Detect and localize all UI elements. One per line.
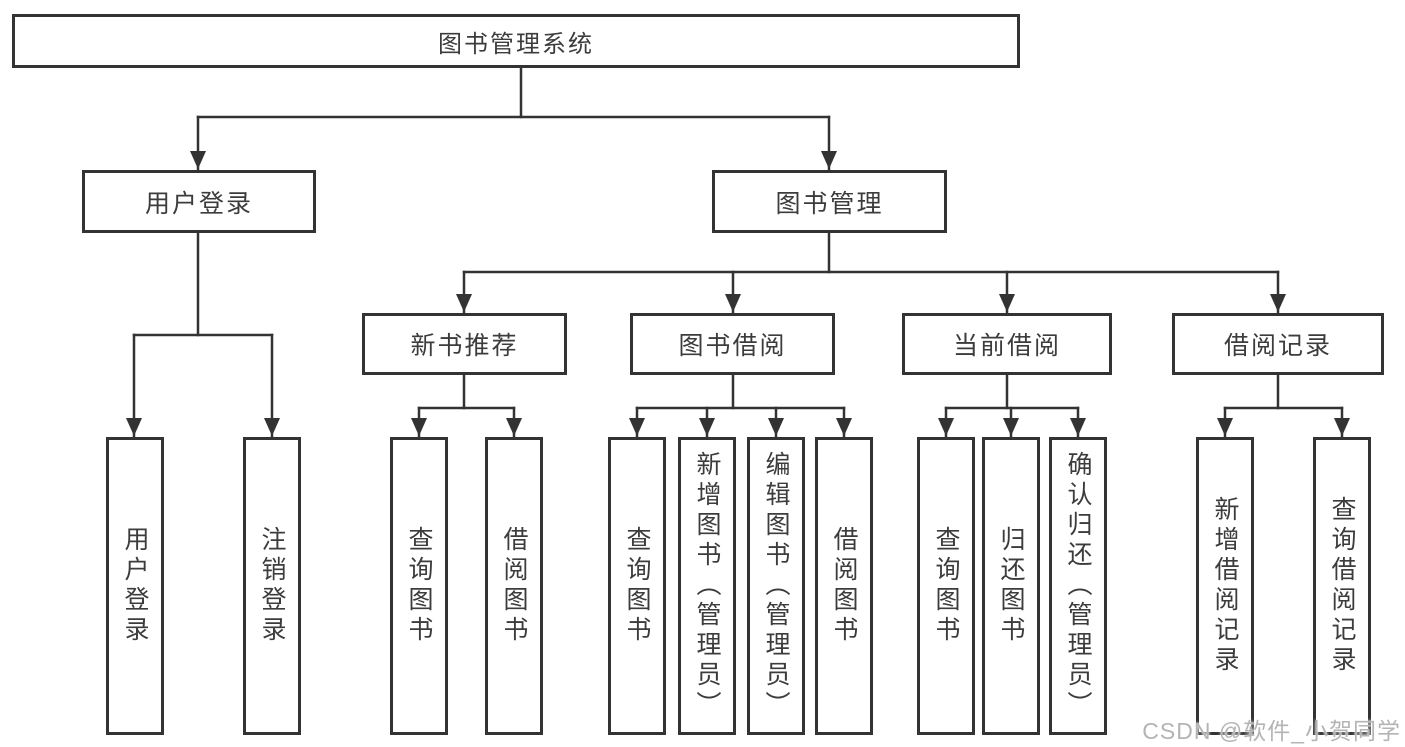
leaf-records-add: 新增借阅记录 [1196,437,1254,735]
leaf-logout: 注销登录 [243,437,301,735]
node-current-borrowing-label: 当前借阅 [952,332,1061,360]
node-current-borrowing: 当前借阅 [902,313,1112,375]
leaf-newbook-query-label: 查询图书 [405,526,433,646]
leaf-borrowing-edit-label: 编辑图书（管理员） [762,451,790,721]
leaf-current-return: 归还图书 [982,437,1040,735]
leaf-current-confirm-label: 确认归还（管理员） [1064,451,1092,721]
node-user-login-label: 用户登录 [144,189,253,218]
node-book-borrowing: 图书借阅 [630,313,835,375]
leaf-borrowing-borrow-label: 借阅图书 [830,526,858,646]
leaf-borrowing-edit: 编辑图书（管理员） [747,437,805,735]
node-borrowing-records: 借阅记录 [1172,313,1384,375]
leaf-borrowing-query-label: 查询图书 [623,526,651,646]
leaf-newbook-borrow: 借阅图书 [485,437,543,735]
leaf-newbook-query: 查询图书 [390,437,448,735]
leaf-current-query-label: 查询图书 [932,526,960,646]
node-new-book-recommend-label: 新书推荐 [410,332,519,360]
leaf-user-login-label: 用户登录 [121,526,149,646]
leaf-current-confirm: 确认归还（管理员） [1049,437,1107,735]
leaf-current-return-label: 归还图书 [997,526,1025,646]
leaf-borrowing-borrow: 借阅图书 [815,437,873,735]
leaf-borrowing-add: 新增图书（管理员） [678,437,736,735]
node-user-login: 用户登录 [82,170,316,233]
leaf-records-query: 查询借阅记录 [1313,437,1371,735]
leaf-logout-label: 注销登录 [258,526,286,646]
leaf-user-login: 用户登录 [106,437,164,735]
node-book-borrowing-label: 图书借阅 [678,332,787,360]
leaf-borrowing-query: 查询图书 [608,437,666,735]
leaf-records-query-label: 查询借阅记录 [1328,496,1356,676]
watermark: CSDN @软件_小贺同学 [1142,718,1401,744]
node-book-management-label: 图书管理 [775,189,884,218]
node-book-management: 图书管理 [712,170,947,233]
leaf-records-add-label: 新增借阅记录 [1211,496,1239,676]
node-new-book-recommend: 新书推荐 [362,313,567,375]
node-borrowing-records-label: 借阅记录 [1223,332,1332,360]
leaf-newbook-borrow-label: 借阅图书 [500,526,528,646]
leaf-borrowing-add-label: 新增图书（管理员） [693,451,721,721]
leaf-current-query: 查询图书 [917,437,975,735]
node-root-label: 图书管理系统 [438,30,594,58]
node-root: 图书管理系统 [12,14,1020,68]
